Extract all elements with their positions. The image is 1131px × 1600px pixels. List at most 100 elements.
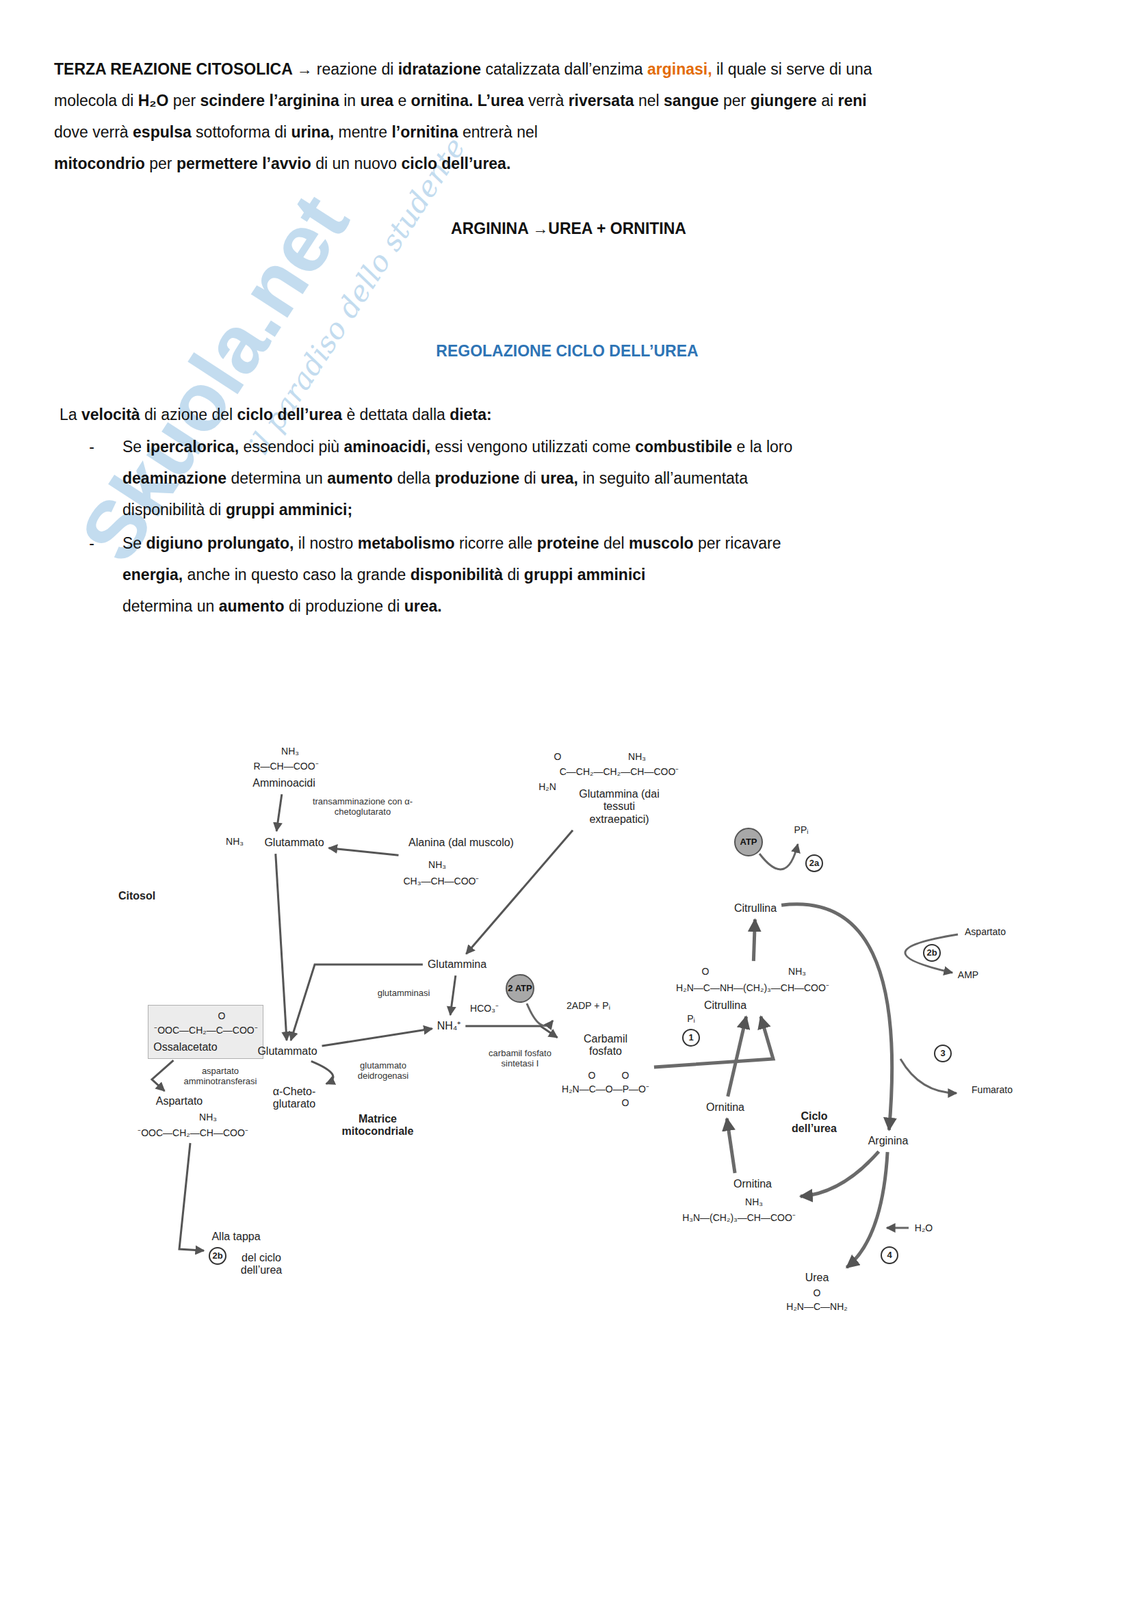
cycle-arrow	[654, 1016, 774, 1068]
reaction-arrow	[322, 1029, 433, 1047]
metabolite: Ornitina	[703, 1098, 748, 1117]
text-run: riversata	[568, 91, 635, 110]
text-run: espulsa	[132, 123, 192, 141]
reaction-arrow	[290, 964, 423, 1041]
paragraph: Se ipercalorica, essendoci più aminoacid…	[122, 431, 793, 526]
text-run: scindere	[200, 91, 266, 110]
text-run: idratazione	[398, 60, 481, 78]
formula: O	[554, 751, 562, 763]
text-run: in seguito all’aumentata	[582, 469, 748, 488]
text-run: urea.	[404, 597, 442, 616]
formula: ⁻OOC—CH₂—C—COO⁻	[153, 1024, 258, 1036]
metabolite: ONH₃C—CH₂—CH₂—CH—COO⁻H₂NGlutammina (dai …	[535, 748, 682, 830]
text-run: entrerà nel	[462, 123, 538, 141]
reaction-arrow	[276, 794, 282, 832]
formula: O	[621, 1070, 630, 1082]
text-run: ciclo dell’urea.	[401, 154, 512, 173]
formula: O	[218, 1010, 226, 1022]
metabolite-name: Amminoacidi	[252, 777, 316, 790]
step-number: 2b	[923, 944, 941, 962]
bullet: -	[88, 437, 95, 456]
text-run: ciclo dell’urea	[237, 405, 343, 424]
text-run: il nostro	[298, 534, 354, 553]
metabolite: Arginina	[865, 1132, 912, 1151]
text-run: mentre	[338, 123, 388, 141]
metabolite: Citrullina	[731, 899, 780, 918]
metabolite-name: Glutammato	[257, 1045, 317, 1058]
metabolite-name: α-Cheto- glutarato	[266, 1085, 322, 1112]
text-run: disponibilità	[410, 565, 503, 584]
molecule-label: AMP	[957, 969, 979, 981]
metabolite: Glutammina	[424, 955, 490, 974]
text-run: Se	[122, 437, 142, 456]
text-run: determina un	[231, 469, 323, 488]
formula: NH₃	[199, 1111, 217, 1123]
membrane	[417, 1163, 438, 1216]
cycle-arrow	[726, 1118, 735, 1174]
text-run: per ricavare	[697, 534, 781, 553]
text-run: di	[524, 469, 537, 488]
text-run: aumento	[327, 469, 393, 488]
text-run: urea	[359, 91, 394, 110]
cycle-arrow	[781, 904, 893, 1131]
membrane	[540, 922, 562, 955]
enzyme-label: carbamil fosfato sintetasi I	[481, 1048, 559, 1071]
boxed-formula: O ⁻OOC—CH₂—C—COO⁻ Ossalacetato	[147, 1005, 263, 1060]
text-run: reni	[837, 91, 867, 110]
reaction-arrow	[465, 830, 573, 955]
formula: NH₃	[281, 745, 299, 757]
reaction-arrow	[465, 1026, 557, 1038]
formula: C—CH₂—CH₂—CH—COO⁻	[559, 766, 680, 778]
paragraph: La velocità di azione del ciclo dell’ure…	[59, 398, 492, 431]
metabolite: Alanina (dal muscolo)NH₃CH₃—CH—COO⁻	[400, 834, 516, 890]
metabolite: α-Cheto- glutarato	[264, 1083, 325, 1114]
energy-circle: ATP	[734, 827, 763, 857]
metabolite-name: NH₄⁺	[437, 1020, 462, 1033]
reaction-arrow	[450, 975, 456, 1016]
membrane	[118, 917, 675, 1221]
enzyme-label: aspartato amminotransferasi	[174, 1066, 267, 1088]
formula: CH₃—CH—COO⁻	[403, 875, 479, 887]
membrane	[588, 922, 609, 955]
text-run: disponibilità di	[122, 500, 221, 519]
text-run: giungere	[750, 91, 817, 110]
membrane	[342, 922, 363, 955]
text-run: l’ornitina	[391, 123, 458, 141]
text-run: Se	[122, 534, 142, 553]
text-run: molecola di	[54, 91, 134, 110]
region-label: Citosol	[118, 890, 156, 903]
formula: NH₃	[745, 1196, 763, 1208]
text-run: gruppi amminici;	[225, 500, 353, 519]
text-run: urea,	[540, 469, 579, 488]
formula: H₂N—C—NH—(CH₂)₃—CH—COO⁻	[676, 982, 830, 994]
text-run: il quale si serve di una	[716, 60, 873, 78]
text-run: La	[59, 405, 78, 424]
text-run: deaminazione	[122, 469, 227, 488]
step-number: 2a	[805, 854, 824, 873]
text-run: H₂O	[138, 91, 169, 110]
formula: R—CH—COO⁻	[253, 760, 319, 772]
formula: O	[621, 1097, 630, 1109]
text-run: gruppi amminici	[524, 565, 646, 584]
metabolite-name: Ossalacetato	[153, 1041, 217, 1054]
formula: H₂N—C—O—P—O⁻	[561, 1083, 650, 1095]
metabolite-name: Ornitina	[706, 1101, 745, 1114]
text-run: è dettata dalla	[346, 405, 446, 424]
text-run: energia,	[122, 565, 183, 584]
formula: NH₃	[628, 751, 646, 763]
formula: ⁻OOC—CH₂—CH—COO⁻	[137, 1127, 249, 1139]
metabolite: ONH₃H₂N—C—NH—(CH₂)₃—CH—COO⁻Citrullina	[673, 963, 832, 1015]
reaction-arrow	[151, 1060, 174, 1092]
metabolite-name: Aspartato	[156, 1095, 203, 1108]
text-run: sottoforma di	[195, 123, 287, 141]
membrane	[369, 1163, 390, 1216]
metabolite: Glutammato	[254, 1042, 320, 1061]
text-run: del	[603, 534, 625, 553]
text-run: mitocondrio	[54, 154, 146, 173]
text-run: in	[343, 91, 356, 110]
formula: O	[588, 1070, 596, 1082]
membrane	[321, 1163, 343, 1216]
text-run: di un nuovo	[315, 154, 397, 173]
text-run: essendoci più	[242, 437, 340, 456]
